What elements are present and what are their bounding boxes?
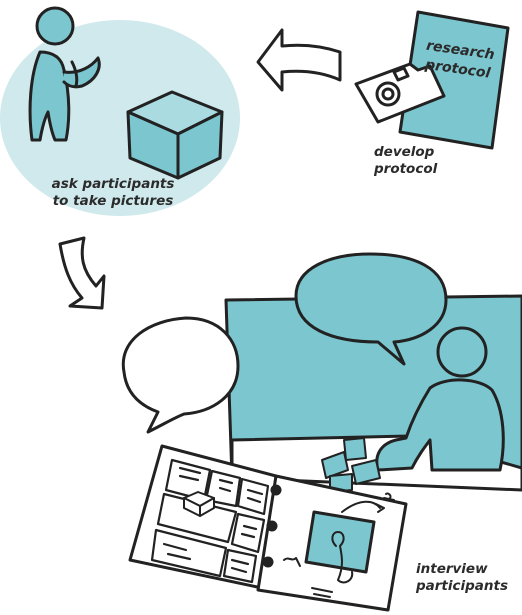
interview-caption-line-1: interview	[416, 561, 488, 577]
speech-bubble-icon-white	[121, 316, 240, 434]
develop-caption-line-2: protocol	[374, 161, 438, 177]
arrow-down-icon	[58, 236, 106, 310]
person-icon	[28, 6, 101, 142]
camera-icon	[354, 62, 446, 124]
box-icon	[126, 90, 224, 180]
ask-participants-caption: ask participants to take pictures	[28, 176, 198, 210]
ask-caption-line-1: ask participants	[51, 176, 175, 192]
participant-figure	[375, 326, 505, 472]
develop-caption-line-1: develop	[374, 144, 435, 160]
speech-bubble-icon	[294, 252, 448, 366]
interview-caption-line-2: participants	[416, 578, 509, 594]
arrow-left-icon	[256, 28, 342, 92]
photo-album-icon	[128, 444, 408, 612]
develop-protocol-caption: develop protocol	[374, 144, 437, 178]
ask-caption-line-2: to take pictures	[52, 193, 174, 209]
interview-participants-caption: interview participants	[416, 561, 508, 595]
